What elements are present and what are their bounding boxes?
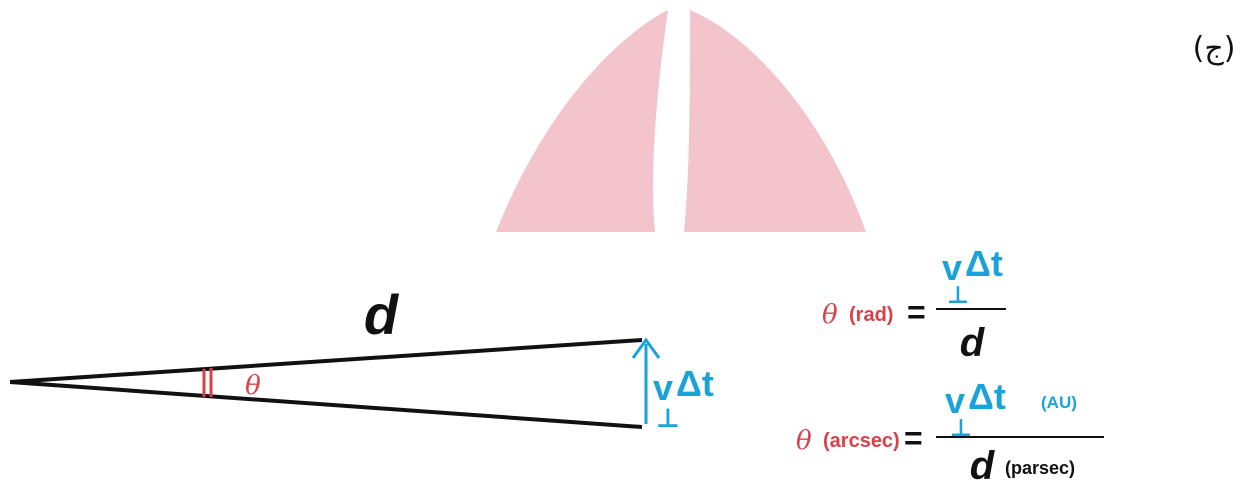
formula-arcsec-num-v: v (945, 380, 965, 421)
displacement-delta-t: Δt (676, 363, 714, 404)
formula-arcsec-theta: θ (796, 426, 812, 456)
formula-rad-equals: = (907, 294, 926, 330)
lower-line (9, 380, 643, 429)
formula-arcsec-num-perp: ⊥ (950, 414, 972, 442)
formula-rad-denominator: d (960, 321, 986, 365)
formula-arcsec-num-dt: Δt (968, 376, 1006, 417)
formula-arcsec-denominator: d (970, 444, 996, 484)
formula-rad-num-v: v (942, 247, 962, 288)
angle-marker (202, 368, 213, 397)
upper-line (9, 338, 643, 384)
displacement-v: v (653, 367, 673, 408)
formula-rad: θ (rad) = v ⊥ Δt d (822, 243, 1003, 365)
formula-rad-num-perp: ⊥ (947, 281, 969, 309)
formula-arcsec-num-unit: (AU) (1041, 393, 1077, 412)
displacement-perp: ⊥ (656, 404, 680, 434)
formula-arcsec-equals: = (904, 420, 923, 456)
watermark-logo (496, 10, 866, 232)
formula-arcsec-unit: (arcsec) (823, 430, 900, 452)
displacement-arrow (631, 337, 661, 424)
formula-rad-theta: θ (822, 300, 838, 330)
formula-arcsec: θ (arcsec) = v ⊥ Δt (AU) d (parsec) (796, 376, 1077, 484)
displacement-label: v ⊥ Δt (653, 363, 714, 434)
formula-rad-unit: (rad) (849, 304, 893, 326)
angle-symbol: θ (245, 371, 261, 401)
panel-label: (ج) (1193, 31, 1236, 66)
distance-label: d (364, 283, 400, 346)
formula-arcsec-denominator-unit: (parsec) (1005, 458, 1075, 478)
distance-triangle (9, 338, 643, 429)
formula-rad-num-dt: Δt (965, 243, 1003, 284)
